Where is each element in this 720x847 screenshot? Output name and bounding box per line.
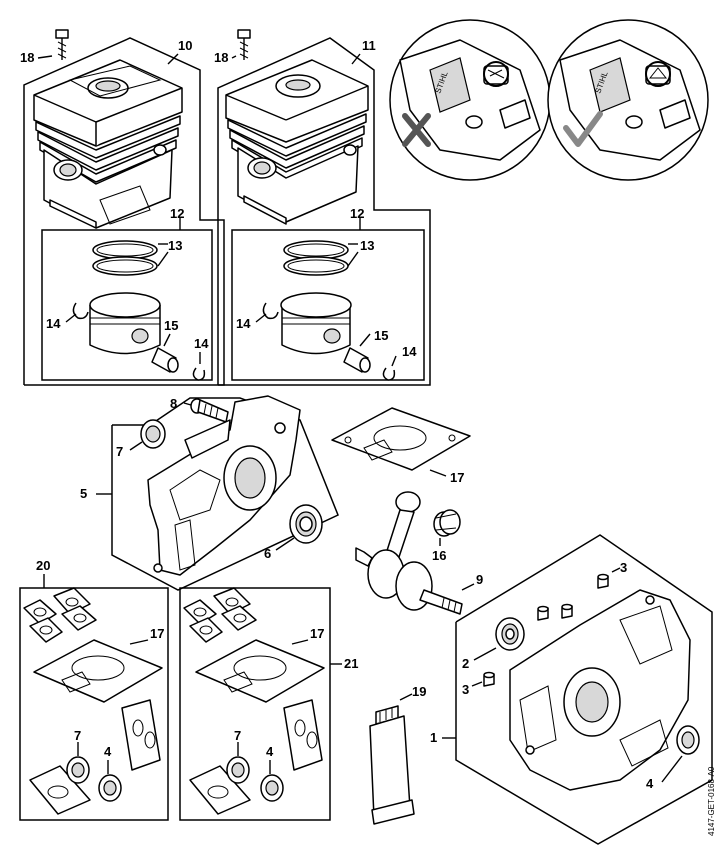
callout-7a: 7 <box>116 444 123 459</box>
callout-4b: 4 <box>104 744 112 759</box>
correct-check-icon <box>563 111 603 147</box>
piston-left <box>89 292 161 355</box>
callout-12b: 12 <box>350 206 364 221</box>
callout-11: 11 <box>362 38 376 53</box>
crankcase-half-5-group <box>96 395 339 591</box>
callout-17a: 17 <box>450 470 464 485</box>
oil-seal-4-left <box>98 760 122 802</box>
oil-seal-4-right <box>661 725 700 783</box>
oil-seal-7-top <box>129 419 166 451</box>
callout-17b: 17 <box>150 626 164 641</box>
callout-4a: 4 <box>646 776 654 791</box>
callout-18a: 18 <box>20 50 34 65</box>
cylinder-assembly-10 <box>23 29 225 386</box>
callout-12a: 12 <box>170 206 184 221</box>
identification-wrong: STIHL <box>389 19 551 181</box>
sealant-tube-19 <box>369 693 415 825</box>
callout-16: 16 <box>432 548 446 563</box>
sleeve-3-c <box>561 603 573 619</box>
callout-5: 5 <box>80 486 87 501</box>
sleeve-3-a <box>597 573 609 589</box>
wrong-x-icon <box>402 113 431 147</box>
callout-8: 8 <box>170 396 177 411</box>
callout-1: 1 <box>430 730 437 745</box>
cylinder-assembly-11 <box>217 29 431 386</box>
callout-10: 10 <box>178 38 192 53</box>
callout-3a: 3 <box>620 560 627 575</box>
gasket-set-20 <box>19 574 169 821</box>
sleeve-3-b <box>537 605 549 621</box>
piston-right <box>280 292 352 355</box>
callout-4c: 4 <box>266 744 274 759</box>
callout-18b: 18 <box>214 50 228 65</box>
callout-7b: 7 <box>74 728 81 743</box>
callout-14a: 14 <box>46 316 61 331</box>
callout-17c: 17 <box>310 626 324 641</box>
gasket-set-21 <box>179 587 342 821</box>
callout-2: 2 <box>462 656 469 671</box>
callout-14c: 14 <box>236 316 251 331</box>
piston-pin-15-right <box>343 333 371 373</box>
cylinder-10 <box>33 59 183 229</box>
gasket-17-top <box>331 407 471 477</box>
callout-7c: 7 <box>234 728 241 743</box>
oil-seal-4-middle <box>260 760 284 802</box>
crankcase-half-1-group <box>442 534 713 845</box>
callout-9: 9 <box>476 572 483 587</box>
callout-14b: 14 <box>194 336 209 351</box>
screw-8 <box>183 398 229 423</box>
cylinder-11 <box>225 59 369 225</box>
callout-19: 19 <box>412 684 426 699</box>
crankshaft-9 <box>355 491 475 615</box>
callout-13b: 13 <box>360 238 374 253</box>
callout-6: 6 <box>264 546 271 561</box>
callout-labels: 18 10 18 11 12 13 14 15 14 12 13 14 15 1… <box>20 38 716 836</box>
callout-14d: 14 <box>402 344 417 359</box>
needle-cage-16 <box>433 509 461 546</box>
callout-20: 20 <box>36 558 50 573</box>
document-code: 4147-GET-0168-A0 <box>707 766 716 836</box>
ball-bearing-6 <box>275 504 323 551</box>
sleeve-3-d <box>483 671 495 687</box>
oil-seal-7-middle <box>226 742 250 784</box>
identification-correct: STIHL <box>547 19 709 181</box>
oil-seal-7-left <box>66 742 90 784</box>
screw-18-right <box>237 29 251 60</box>
piston-rings-13-left <box>92 240 169 276</box>
ball-bearing-2 <box>473 617 525 661</box>
piston-rings-13-right <box>283 240 359 276</box>
callout-21: 21 <box>344 656 358 671</box>
callout-3b: 3 <box>462 682 469 697</box>
piston-pin-15-left <box>151 333 179 373</box>
callout-13a: 13 <box>168 238 182 253</box>
callout-15a: 15 <box>164 318 178 333</box>
screw-18-left <box>55 29 69 60</box>
callout-15b: 15 <box>374 328 388 343</box>
